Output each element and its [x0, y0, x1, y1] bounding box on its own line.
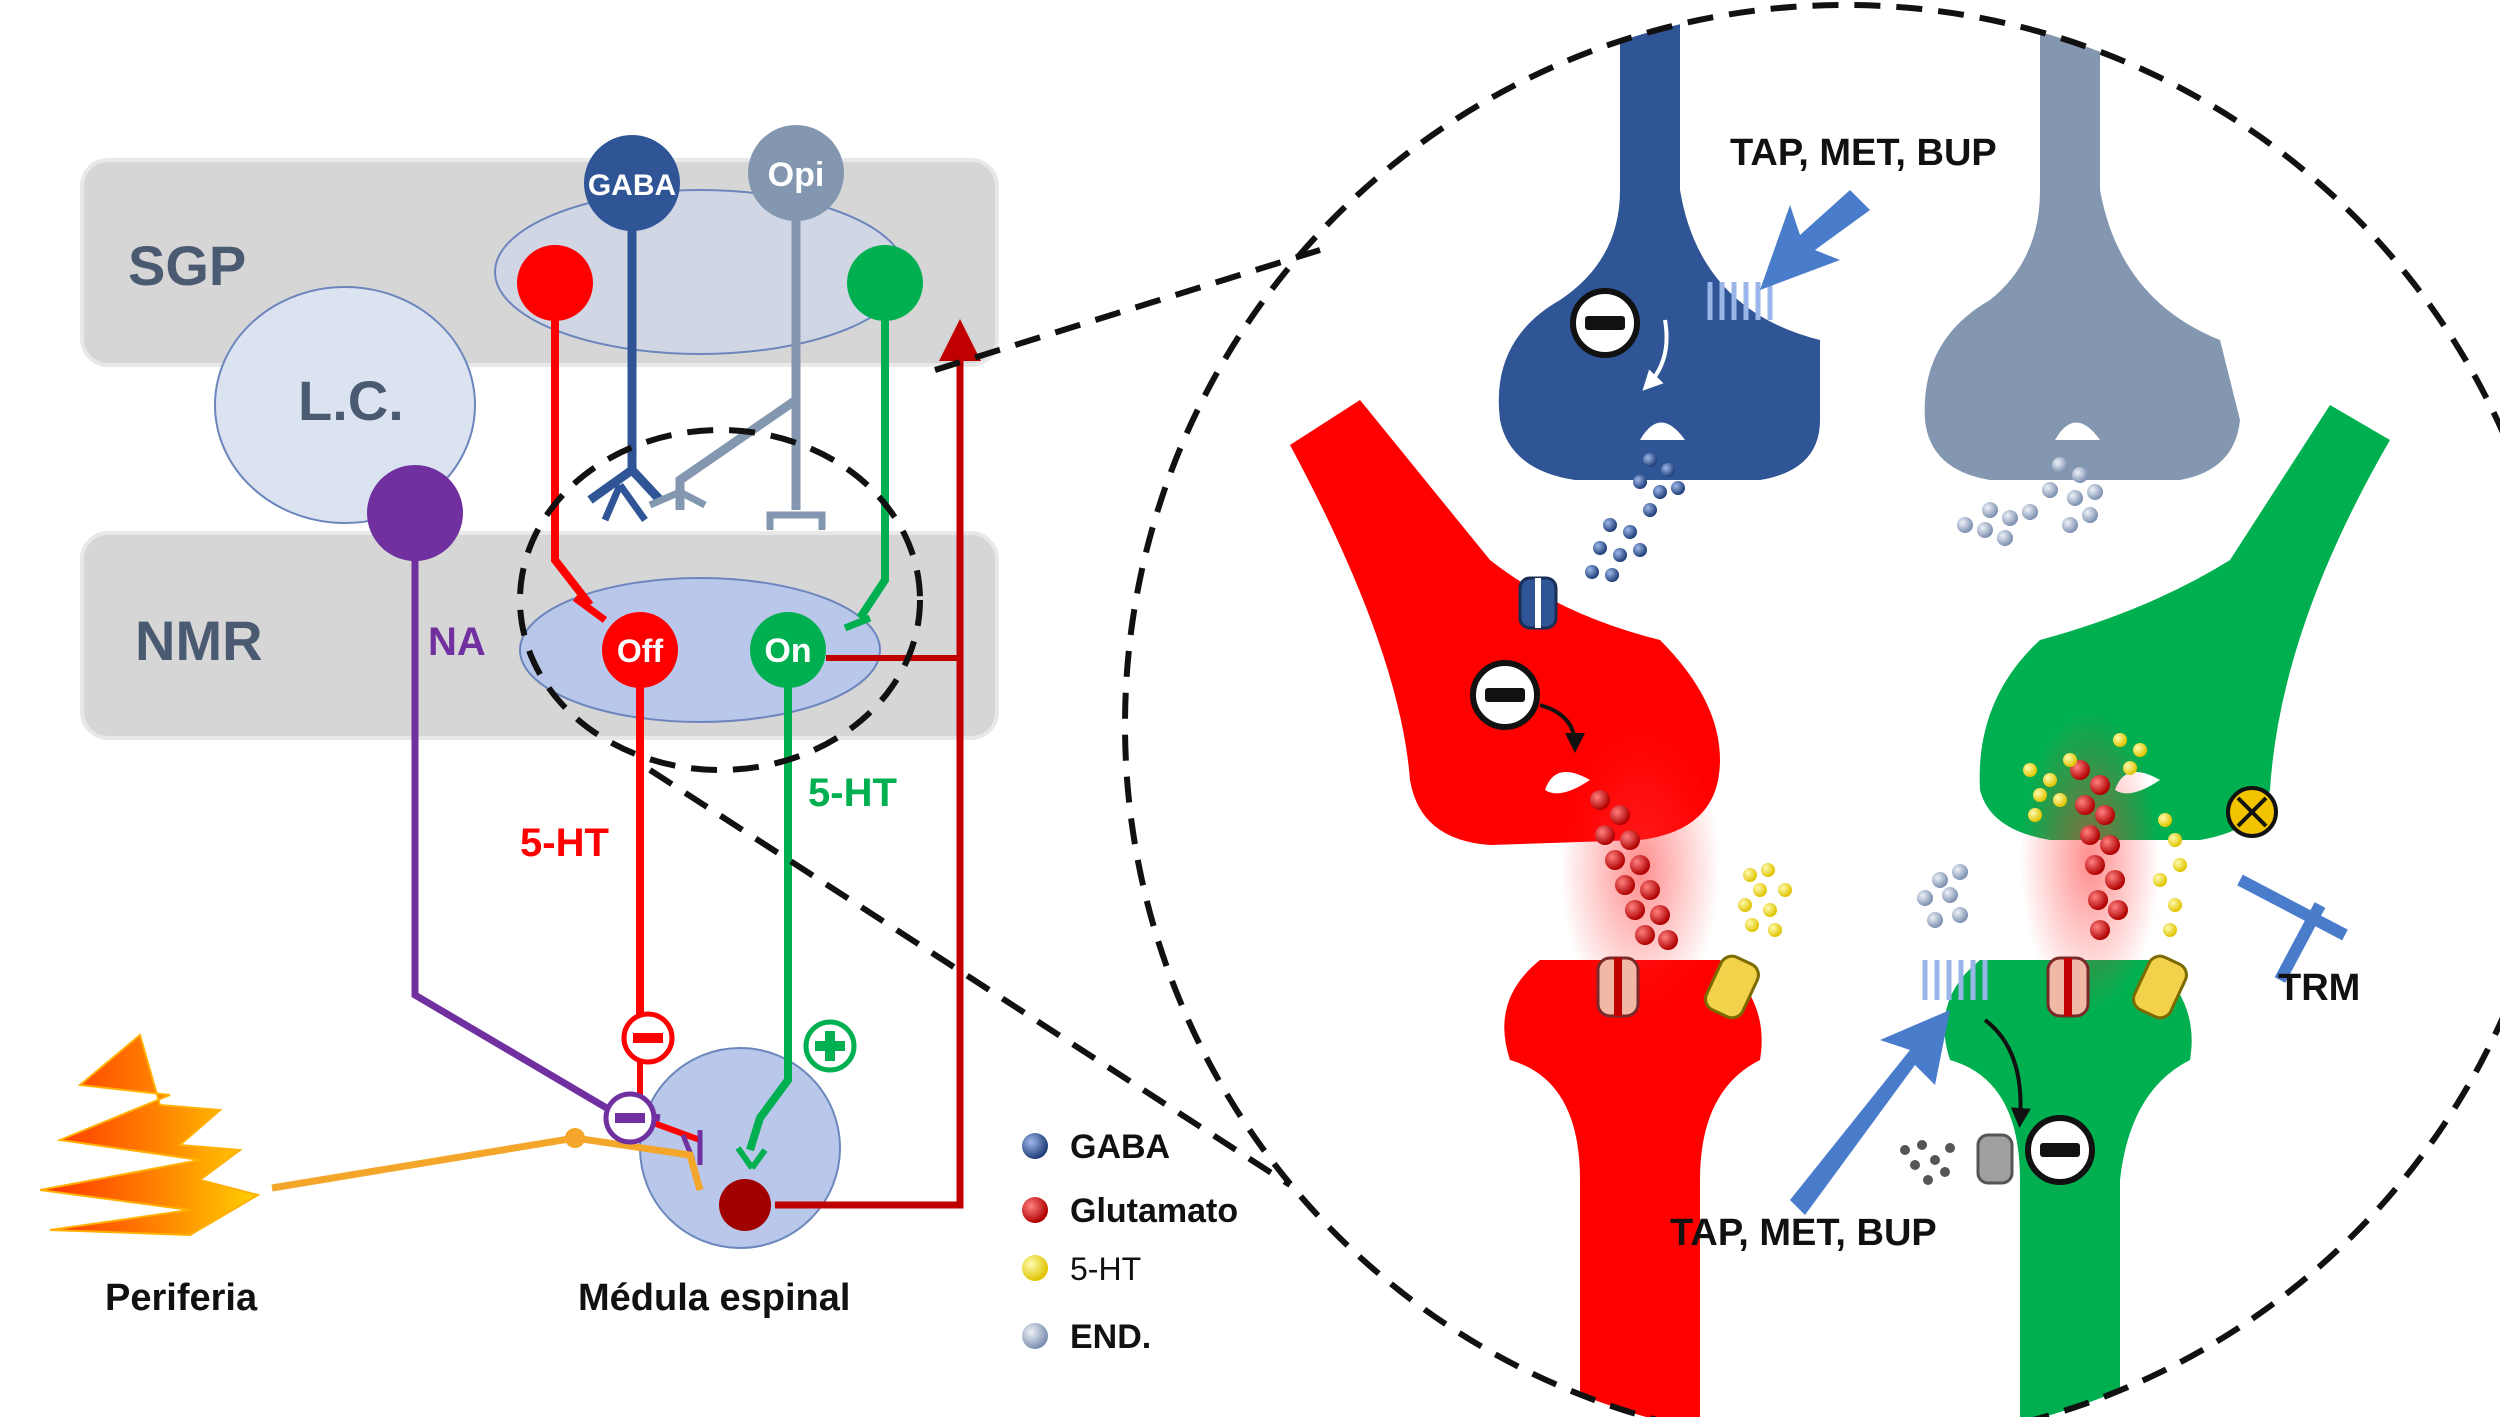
gaba-vesicles [1585, 453, 1685, 582]
legend-item: 5-HT [1022, 1251, 1141, 1287]
legend-item: Glutamato [1022, 1192, 1238, 1230]
red-sgp-neuron [517, 245, 608, 623]
lightning-bolt-icon [39, 1033, 261, 1237]
zoom-indicator [517, 247, 1321, 1188]
postsynaptic-on [1944, 960, 2192, 1417]
spinal-cord-label: Médula espinal [578, 1277, 850, 1319]
drug-arrow-top [1760, 190, 1870, 290]
ht-left-label: 5-HT [520, 821, 609, 865]
sgp-label: SGP [128, 234, 246, 297]
green-sgp-neuron [843, 245, 923, 632]
x-circle-icon [2226, 786, 2278, 838]
minus-circle-icon [1470, 660, 1540, 730]
minus-circle-icon [621, 1011, 675, 1065]
receptor-icon [2046, 956, 2090, 1018]
opioid-terminal [1924, 5, 2240, 480]
legend-label: Glutamato [1070, 1192, 1238, 1230]
ascending-pathway [719, 319, 981, 1231]
opioid-neuron: Opi [648, 125, 844, 530]
periphery-label: Periferia [105, 1277, 258, 1319]
gaba-neuron-label: GABA [588, 169, 676, 202]
receptor-icon [1518, 576, 1558, 630]
opi-neuron-label: Opi [768, 156, 825, 194]
receptor-icon [2132, 954, 2188, 1020]
nmr-label: NMR [135, 609, 263, 672]
receptor-icon [1596, 956, 1640, 1018]
locus-coeruleus: L.C. [214, 286, 476, 524]
minus-circle-icon [603, 1091, 657, 1145]
drug-arrow-bottom [1790, 1010, 1950, 1215]
legend-label: END. [1070, 1318, 1151, 1356]
drug-label-top: TAP, MET, BUP [1730, 132, 1997, 174]
gaba-terminal [1498, 5, 1820, 480]
serotonin-vesicles [1738, 733, 2187, 937]
legend-item: END. [1022, 1318, 1151, 1356]
on-neuron: On [735, 612, 910, 1170]
off-neuron-label: Off [617, 633, 664, 669]
zoom-circle [1122, 2, 2500, 1417]
endorphin-vesicles [1917, 457, 2103, 928]
plus-circle-icon [803, 1019, 857, 1073]
trm-label: TRM [2278, 967, 2360, 1009]
off-neuron: Off [602, 612, 702, 1143]
legend: GABA Glutamato 5-HT END. [1022, 1128, 1238, 1356]
peripheral-afferent [271, 1128, 704, 1192]
receptor-icon [1976, 1133, 2014, 1185]
ion-dots [1900, 1140, 1955, 1185]
glutamate-vesicles [1590, 760, 2128, 950]
drug-label-bottom: TAP, MET, BUP [1670, 1212, 1937, 1254]
lc-label: L.C. [298, 369, 404, 432]
legend-label: 5-HT [1070, 1251, 1141, 1287]
ht-right-label: 5-HT [808, 771, 897, 815]
minus-circle-icon [1570, 288, 1640, 358]
legend-item: GABA [1022, 1128, 1170, 1166]
gaba-neuron: GABA [584, 135, 680, 523]
receptor-icon [1704, 954, 1760, 1020]
minus-circle-icon [2025, 1115, 2095, 1185]
on-neuron-label: On [764, 632, 811, 670]
receptor-icon [1922, 960, 1988, 1000]
na-label: NA [428, 620, 486, 664]
postsynaptic-off [1504, 960, 1762, 1417]
legend-label: GABA [1070, 1128, 1170, 1166]
nmr-region: NMR [80, 531, 999, 740]
receptor-icon [1707, 282, 1773, 320]
